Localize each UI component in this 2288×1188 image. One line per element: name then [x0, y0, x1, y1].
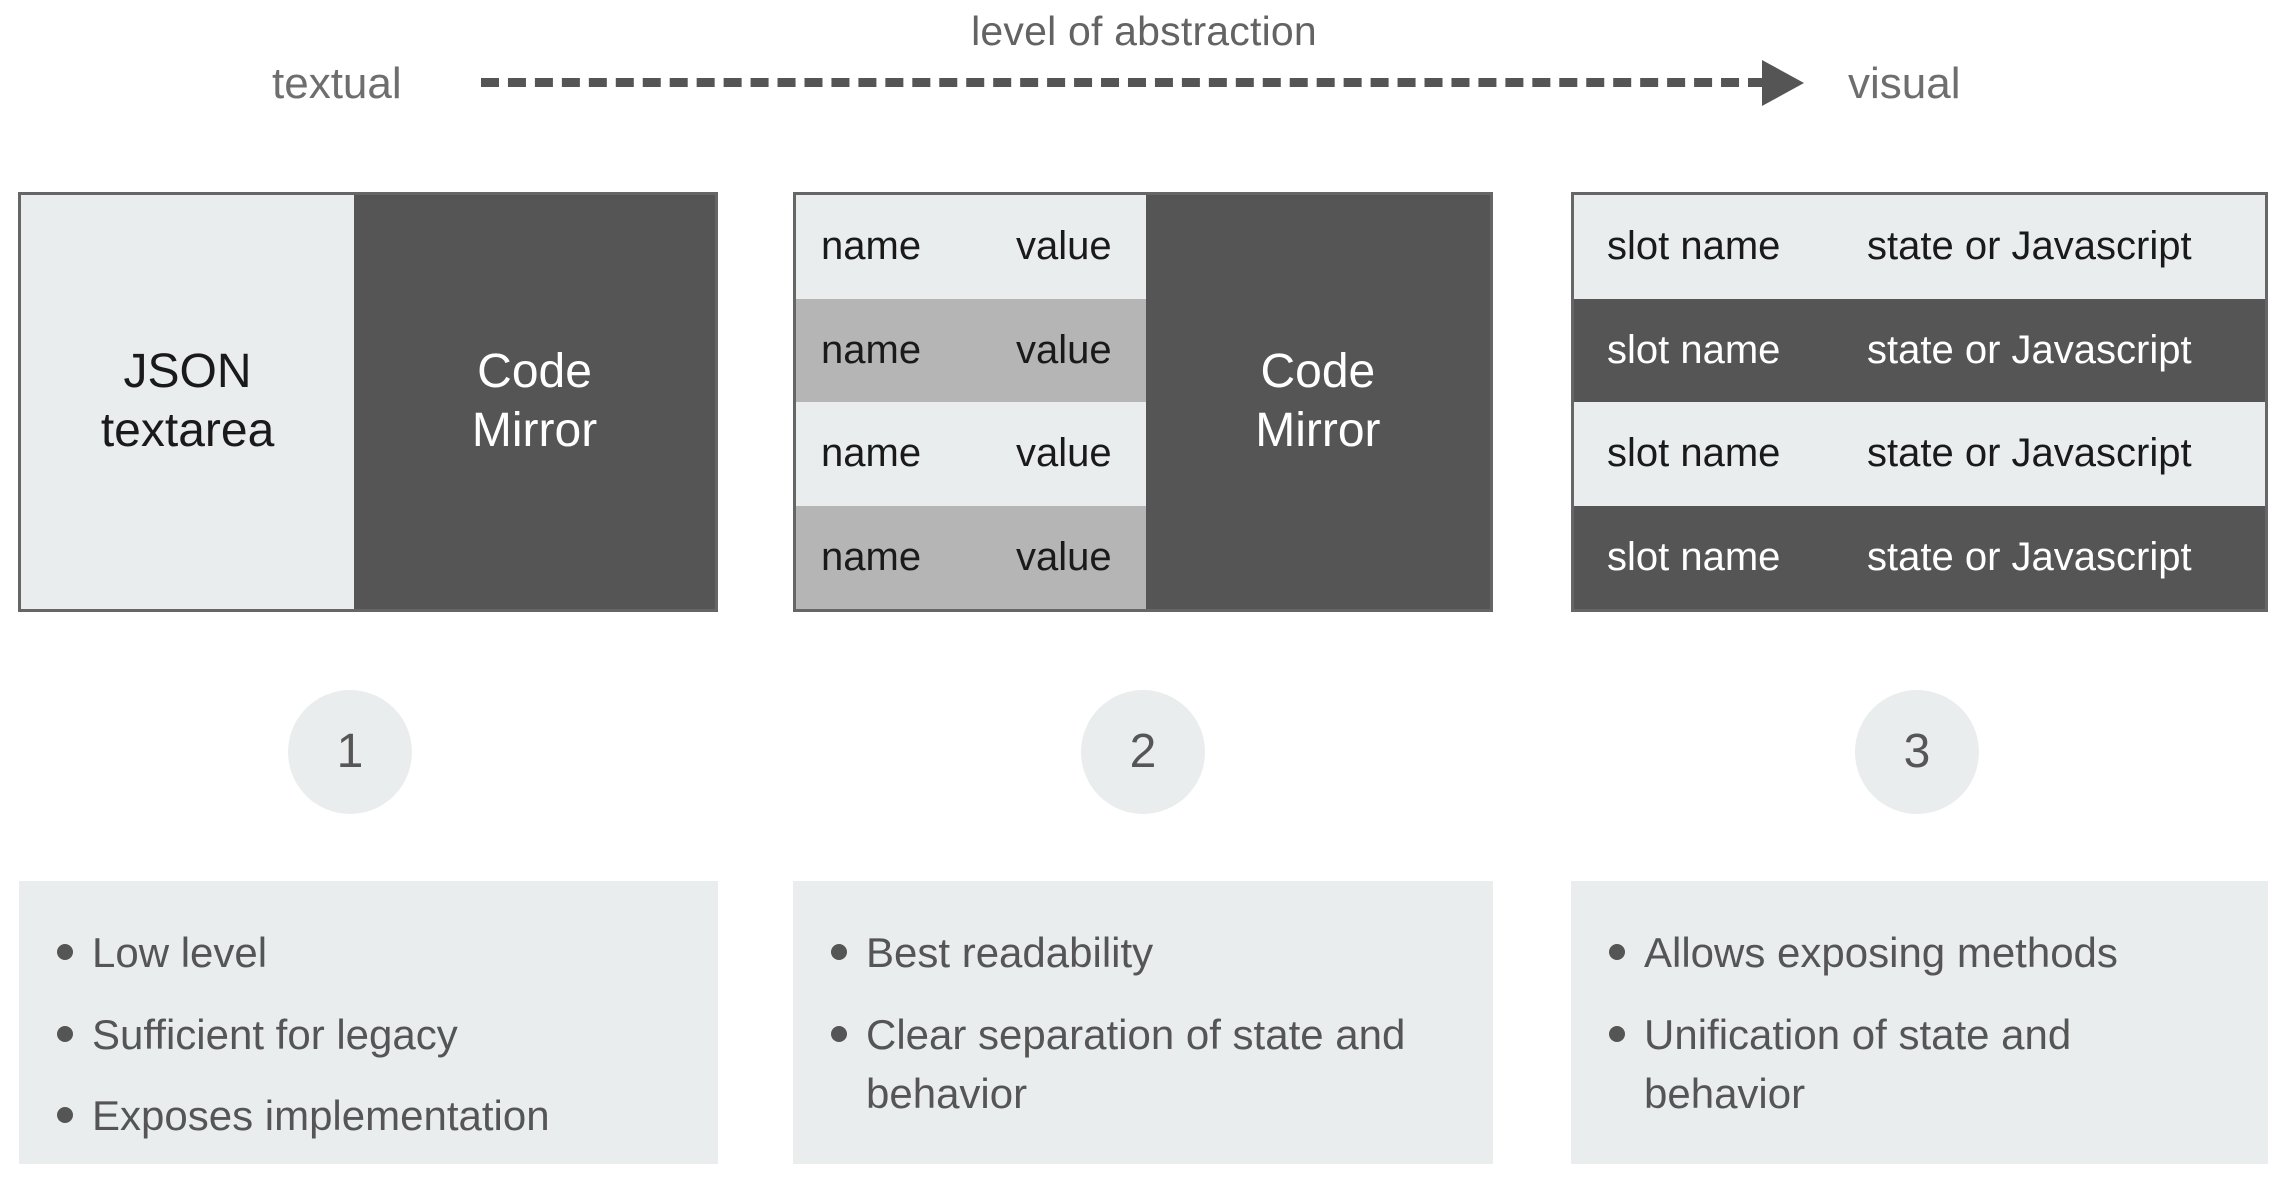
- arrow-right-icon: [1762, 60, 1804, 106]
- list-item: Clear separation of state and behavior: [831, 1005, 1463, 1124]
- kv-value: value: [1016, 431, 1112, 476]
- panel-1-left-half: JSON textarea: [21, 195, 355, 609]
- kv-name: name: [821, 534, 922, 579]
- table-row: slot name state or Javascript: [1574, 195, 2265, 299]
- step-number: 1: [336, 725, 364, 778]
- table-row: slot name state or Javascript: [1574, 505, 2265, 609]
- panel-1-left-label: JSON textarea: [100, 345, 275, 457]
- slot-name: slot name: [1607, 534, 1781, 579]
- note-text: Clear separation of state and behavior: [866, 1010, 1406, 1118]
- table-row: slot name state or Javascript: [1574, 298, 2265, 402]
- table-row: slot name state or Javascript: [1574, 402, 2265, 506]
- slot-table: slot name state or Javascript slot name …: [1574, 195, 2265, 609]
- table-row: name value: [796, 402, 1146, 506]
- step-badge-2: 2: [1081, 690, 1205, 814]
- notes-panel-1: Low level Sufficient for legacy Exposes …: [19, 881, 718, 1164]
- list-item: Sufficient for legacy: [57, 1005, 688, 1065]
- step-badge-1: 1: [288, 690, 412, 814]
- note-text: Allows exposing methods: [1644, 929, 2118, 976]
- table-row: name value: [796, 195, 1146, 299]
- kv-name: name: [821, 431, 922, 476]
- kv-value: value: [1016, 224, 1112, 269]
- note-text: Low level: [92, 929, 268, 976]
- kv-name: name: [821, 224, 922, 269]
- panel-1-right-half: Code Mirror: [354, 195, 715, 609]
- list-item: Unification of state and behavior: [1609, 1005, 2238, 1124]
- kv-value: value: [1016, 327, 1112, 372]
- panel-2-right-half: Code Mirror: [1145, 195, 1490, 609]
- bullet-icon: [57, 944, 73, 960]
- panel-2-right-label: Code Mirror: [1255, 345, 1381, 457]
- list-item: Best readability: [831, 923, 1463, 983]
- note-text: Exposes implementation: [92, 1092, 550, 1140]
- bullet-icon: [831, 944, 847, 960]
- bullet-icon: [831, 1025, 847, 1042]
- slot-value: state or Javascript: [1867, 224, 2192, 269]
- slot-name: slot name: [1607, 431, 1781, 476]
- kv-value: value: [1016, 534, 1112, 579]
- axis-right-label: visual: [1848, 59, 1961, 108]
- step-number: 2: [1129, 725, 1157, 778]
- table-row: name value: [796, 298, 1146, 402]
- panel-name-value-codemirror: name value name value name value name va…: [793, 192, 1493, 612]
- axis-dashed-line: [481, 78, 1766, 87]
- note-text: Sufficient for legacy: [92, 1010, 458, 1058]
- note-text: Best readability: [866, 929, 1154, 976]
- table-row: name value: [796, 505, 1146, 609]
- name-value-table: name value name value name value name va…: [796, 195, 1146, 609]
- bullet-icon: [57, 1025, 73, 1042]
- slot-name: slot name: [1607, 327, 1781, 372]
- slot-value: state or Javascript: [1867, 431, 2192, 476]
- panel-1-right-label: Code Mirror: [471, 345, 598, 457]
- notes-panel-2: Best readability Clear separation of sta…: [793, 881, 1493, 1164]
- kv-name: name: [821, 327, 922, 372]
- axis-caption: level of abstraction: [971, 8, 1317, 54]
- bullet-icon: [1609, 944, 1625, 960]
- step-number: 3: [1903, 725, 1931, 778]
- panel-json-textarea-codemirror: JSON textarea Code Mirror: [18, 192, 718, 612]
- notes-panel-3: Allows exposing methods Unification of s…: [1571, 881, 2268, 1164]
- list-item: Allows exposing methods: [1609, 923, 2238, 983]
- step-badge-3: 3: [1855, 690, 1979, 814]
- bullet-icon: [1609, 1025, 1625, 1042]
- list-item: Low level: [57, 923, 688, 983]
- axis-left-label: textual: [272, 59, 402, 108]
- note-text: Unification of state and behavior: [1644, 1010, 2072, 1118]
- list-item: Exposes implementation: [57, 1086, 688, 1146]
- slot-value: state or Javascript: [1867, 534, 2192, 579]
- slot-value: state or Javascript: [1867, 327, 2192, 372]
- bullet-icon: [57, 1107, 73, 1124]
- abstraction-axis: level of abstraction textual visual: [0, 0, 2288, 140]
- slot-name: slot name: [1607, 224, 1781, 269]
- panel-slot-state-javascript: slot name state or Javascript slot name …: [1571, 192, 2268, 612]
